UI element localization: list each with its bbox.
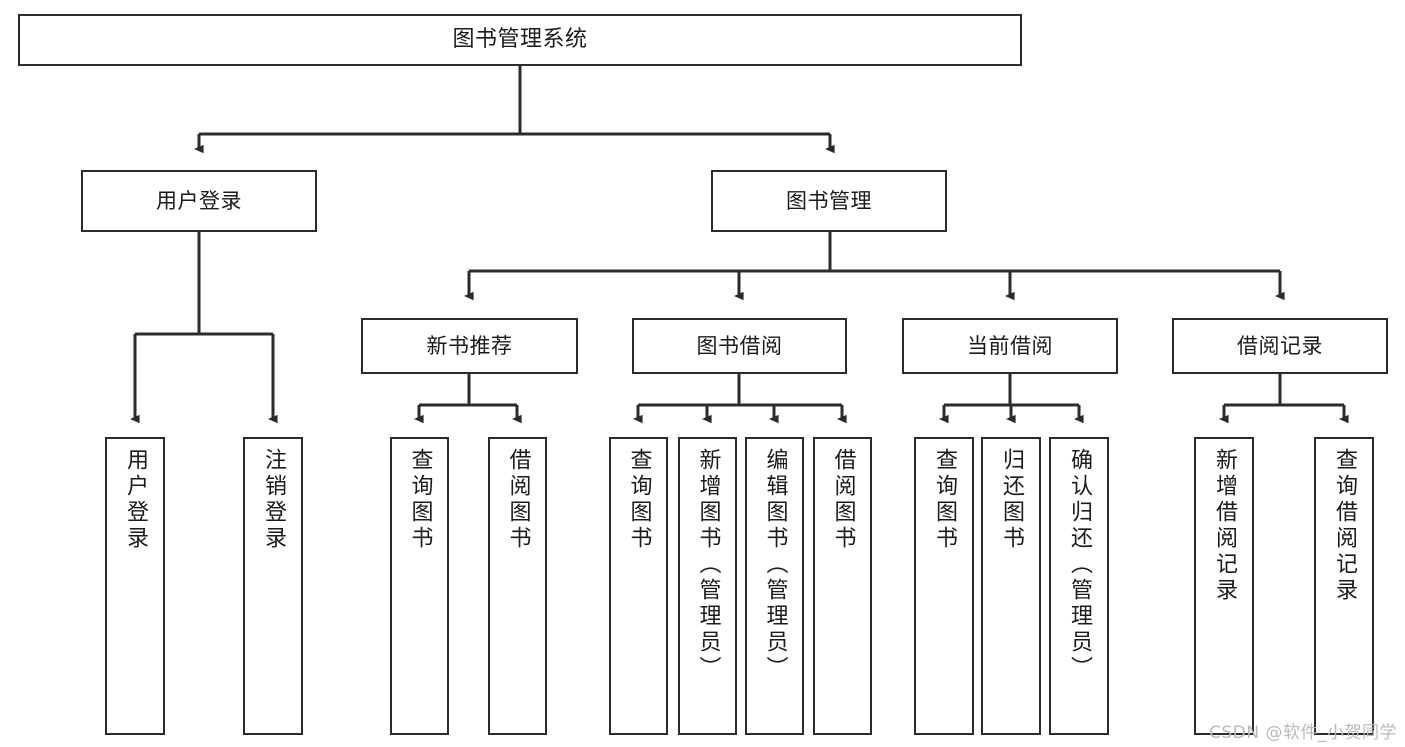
node-leaf-borrow-book[interactable]: 借阅图书 (813, 437, 872, 735)
node-leaf-query-book-recommend[interactable]: 查询图书 (390, 437, 449, 735)
csdn-watermark: CSDN @软件_小贺同学 (1209, 723, 1397, 743)
node-root-label: 图书管理系统 (452, 27, 588, 53)
node-leaf-borrow-book-label: 借阅图书 (830, 448, 856, 552)
node-user-login-label: 用户登录 (156, 188, 242, 213)
node-borrow-record-label: 借阅记录 (1237, 333, 1323, 358)
node-leaf-add-book[interactable]: 新增图书（管理员） (678, 437, 737, 735)
node-book-manage-label: 图书管理 (786, 188, 872, 213)
node-leaf-logout-label: 注销登录 (261, 448, 286, 552)
node-leaf-query-book-borrow[interactable]: 查询图书 (609, 437, 668, 735)
node-leaf-confirm-return[interactable]: 确认归还（管理员） (1049, 437, 1109, 735)
node-leaf-add-book-label: 新增图书（管理员） (695, 448, 721, 682)
node-leaf-edit-book[interactable]: 编辑图书（管理员） (745, 437, 804, 735)
node-new-book-recommend-label: 新书推荐 (426, 333, 513, 358)
node-new-book-recommend[interactable]: 新书推荐 (361, 318, 578, 374)
node-leaf-return-book[interactable]: 归还图书 (981, 437, 1041, 735)
node-leaf-confirm-return-label: 确认归还（管理员） (1067, 448, 1092, 682)
node-leaf-return-book-label: 归还图书 (999, 448, 1024, 552)
node-leaf-query-borrow-record-label: 查询借阅记录 (1332, 448, 1357, 604)
node-borrow-record[interactable]: 借阅记录 (1172, 318, 1388, 374)
node-leaf-query-book-borrow-label: 查询图书 (626, 448, 652, 552)
node-leaf-add-borrow-record-label: 新增借阅记录 (1212, 448, 1237, 604)
node-leaf-borrow-book-recommend-label: 借阅图书 (505, 448, 531, 552)
node-current-borrow[interactable]: 当前借阅 (902, 318, 1118, 374)
node-leaf-query-book-recommend-label: 查询图书 (407, 448, 433, 552)
node-root[interactable]: 图书管理系统 (18, 14, 1022, 66)
node-current-borrow-label: 当前借阅 (967, 333, 1053, 358)
node-leaf-query-book-current[interactable]: 查询图书 (914, 437, 974, 735)
node-leaf-query-borrow-record[interactable]: 查询借阅记录 (1314, 437, 1374, 735)
node-book-manage[interactable]: 图书管理 (711, 170, 947, 232)
node-leaf-borrow-book-recommend[interactable]: 借阅图书 (488, 437, 547, 735)
node-leaf-add-borrow-record[interactable]: 新增借阅记录 (1194, 437, 1254, 735)
node-leaf-user-login-label: 用户登录 (123, 448, 148, 552)
node-leaf-edit-book-label: 编辑图书（管理员） (762, 448, 788, 682)
node-user-login[interactable]: 用户登录 (81, 170, 317, 232)
node-book-borrow-label: 图书借阅 (696, 333, 783, 358)
node-leaf-logout[interactable]: 注销登录 (243, 437, 303, 735)
node-leaf-user-login[interactable]: 用户登录 (105, 437, 165, 735)
node-leaf-query-book-current-label: 查询图书 (932, 448, 957, 552)
node-book-borrow[interactable]: 图书借阅 (632, 318, 847, 374)
